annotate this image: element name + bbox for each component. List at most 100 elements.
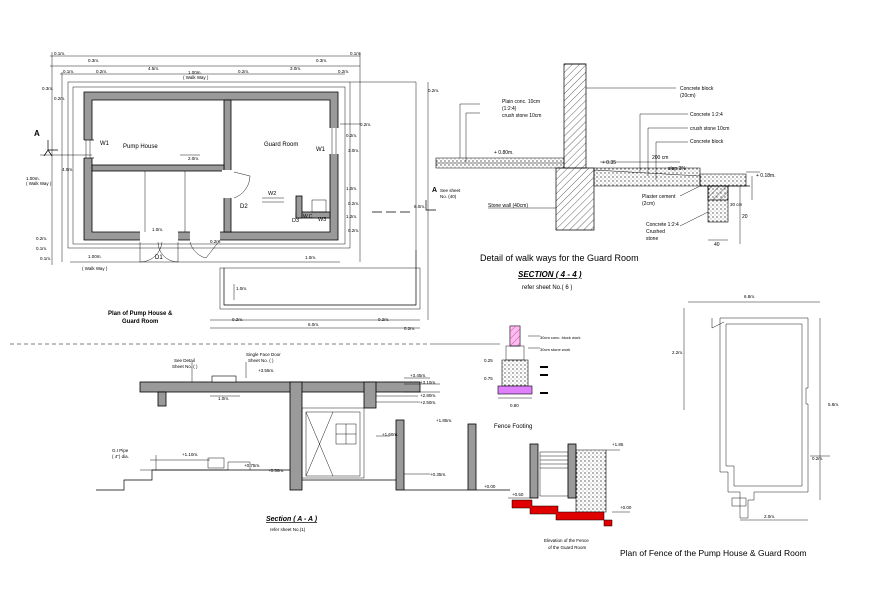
- dimension: 0.2m.: [36, 236, 47, 241]
- level: +2.80m.: [420, 393, 436, 398]
- fence-elevation-text: +1.85 +0.50 +0.00 Elevation of the Fence…: [512, 442, 632, 550]
- dimension: 0.2m.: [378, 317, 389, 322]
- detail-title: Detail of walk ways for the Guard Room: [480, 253, 639, 263]
- dimension: 0.1m.: [36, 246, 47, 251]
- outer-wall: [83, 91, 339, 241]
- room-label-guard: Guard Room: [264, 142, 298, 148]
- section-title: Section ( A - A ): [266, 516, 318, 523]
- dimension: 0.2m.: [348, 228, 359, 233]
- dimension: 0.2m.: [360, 122, 371, 127]
- door-d2: [233, 171, 251, 199]
- note: See sheet: [440, 188, 461, 193]
- level: +0.00: [620, 505, 632, 510]
- partition-wall: [223, 99, 232, 233]
- callout: 30cm stone work: [540, 347, 570, 352]
- dimension: 0.1m.: [40, 256, 51, 261]
- callout: crush stone 10cm: [502, 113, 541, 119]
- dimension: 40: [714, 242, 720, 248]
- callout: Stone wall (40cm): [488, 203, 528, 209]
- fence-plan-text: 6.8m. 5.8m. 2.2m. 0.2m. 2.0m. Plan of Fe…: [620, 294, 839, 558]
- dimension: 0.1m.: [350, 51, 361, 56]
- ground-line: [96, 469, 510, 491]
- dimension: 1.00m.: [188, 70, 202, 75]
- level: + 0.18m.: [756, 173, 776, 179]
- callout: (2cm): [642, 201, 655, 207]
- door-label: D2: [240, 204, 248, 210]
- fence-outline-outer: [719, 317, 809, 519]
- level: +1.85: [612, 442, 624, 447]
- callout: Concrete block: [690, 139, 724, 145]
- level: +0.00: [484, 484, 496, 489]
- dimension: 6.0m.: [414, 204, 425, 209]
- dimension: 1.2m.: [346, 214, 357, 219]
- floor-plan-text: Pump House Guard Room W1 W1 W2 W3 W.C D1…: [26, 51, 461, 331]
- level: +0.50m.: [268, 468, 284, 473]
- dimension: 5.8m.: [828, 402, 839, 407]
- section-aa: [96, 362, 510, 491]
- door-label: D3: [292, 218, 299, 224]
- callout: crush stone 10cm: [690, 126, 729, 132]
- dimension: 1.0m.: [346, 186, 357, 191]
- window-label: W1: [316, 147, 326, 153]
- detail-title: Elevation of the Fence: [544, 538, 589, 543]
- fence-plan: [683, 301, 830, 521]
- level: +1.60m.: [382, 432, 398, 437]
- concrete-block-wall: [563, 63, 587, 169]
- callout: stone: [646, 236, 658, 242]
- section-aa-text: See Detail Sheet No. ( ) Single Face Doo…: [112, 352, 496, 532]
- refer-note: refer sheet No.( 6 ): [522, 285, 572, 291]
- stone-wall: [555, 167, 595, 231]
- dimension: 0.2m.: [812, 456, 823, 461]
- dimension: 1.0m.: [305, 255, 316, 260]
- dimension: 6.0m.: [308, 322, 319, 327]
- note: ( Walk Way ): [26, 181, 52, 186]
- level: + 0.80m.: [494, 150, 514, 156]
- dimension: 1.00m.: [26, 176, 40, 181]
- callout: Sheet No. ( ): [248, 358, 274, 363]
- note: No. (40): [440, 194, 457, 199]
- dimension: 0.2m.: [338, 69, 349, 74]
- dimension: 0.2m.: [96, 69, 107, 74]
- level: +2.50m.: [420, 400, 436, 405]
- dimension: 0.2m.: [346, 133, 357, 138]
- dimension: 0.2m.: [232, 317, 243, 322]
- callout: See Detail: [174, 358, 195, 363]
- level: +3.55m.: [258, 368, 274, 373]
- floor-plan: [40, 52, 436, 329]
- dimension: 0.2m.: [428, 88, 439, 93]
- callout: Concrete 1:2:4: [646, 222, 679, 228]
- fence-plan-title: Plan of Fence of the Pump House & Guard …: [620, 548, 807, 558]
- fence-outline-inner: [725, 323, 803, 487]
- dimension: 1.0m.: [218, 396, 229, 401]
- callout: slop 2%: [668, 166, 686, 172]
- level: +3.45m.: [410, 373, 426, 378]
- wc-label: W.C: [303, 214, 313, 220]
- level: +1.10m.: [182, 452, 198, 457]
- callout: 30cm conc. block work: [540, 335, 580, 340]
- callout: Sheet No. ( ): [172, 364, 198, 369]
- dimension: 0.3m.: [316, 58, 327, 63]
- fence-elevation: [508, 443, 630, 527]
- compound-wall: [223, 250, 417, 306]
- dimension: 0.2m.: [238, 69, 249, 74]
- section-letter: A: [432, 187, 437, 194]
- dimension: 3.0m.: [290, 66, 301, 71]
- callout: Concrete 1:2:4: [690, 112, 723, 118]
- callout: G.I Pipe: [112, 448, 129, 453]
- dimension: 0.3m.: [42, 86, 53, 91]
- stone-work: [501, 359, 529, 387]
- dimension: 6.8m.: [744, 294, 755, 299]
- fence-footing-text: 30cm conc. block work 30cm stone work 0.…: [484, 335, 580, 430]
- walkway-detail-text: Concrete block (20cm) Plain conc. 10cm (…: [480, 86, 776, 291]
- dimension: 2.2m.: [672, 350, 683, 355]
- level: +0.75m.: [244, 463, 260, 468]
- dimension: 0.80: [510, 403, 519, 408]
- door-d1: [139, 241, 163, 263]
- callout: (20cm): [680, 93, 696, 99]
- dimension: 2.0m.: [188, 156, 199, 161]
- footing-red: [511, 499, 613, 527]
- door-frame: [301, 407, 365, 479]
- dimension: 0.2m.: [348, 201, 359, 206]
- fence-footing: [497, 325, 548, 399]
